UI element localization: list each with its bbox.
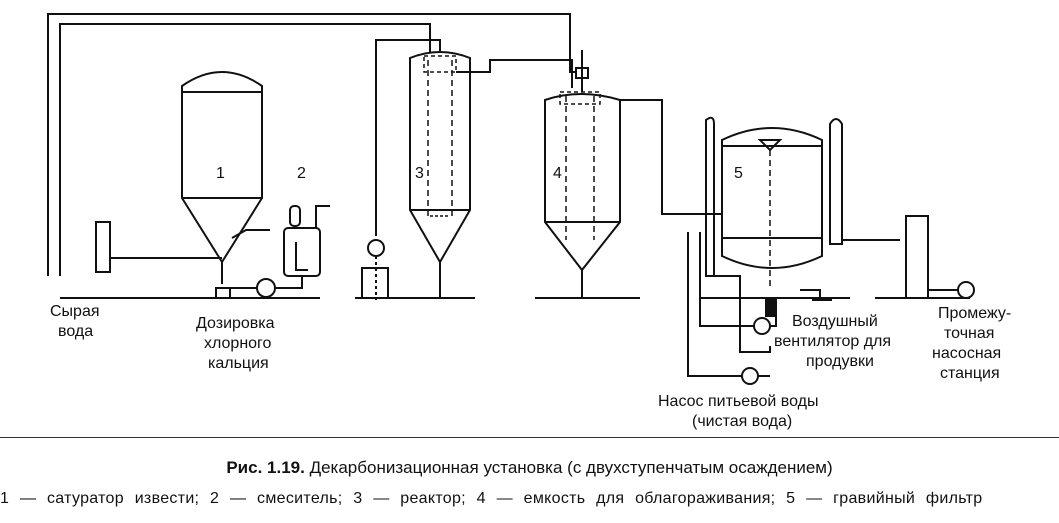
intermediate-column bbox=[905, 215, 929, 299]
filter-outlet-pipe bbox=[800, 289, 832, 301]
filter-right-column bbox=[829, 118, 843, 245]
raw-water-inner-pipe bbox=[59, 23, 431, 276]
drinking-pump-pipe bbox=[687, 232, 770, 377]
refining-inner-tube bbox=[565, 96, 595, 240]
unit-3-label: 3 bbox=[415, 165, 424, 182]
filter-left-pipe bbox=[706, 275, 741, 290]
caption-divider bbox=[0, 437, 1059, 438]
saturator-arrow bbox=[215, 262, 231, 298]
blower-unit bbox=[765, 299, 777, 317]
blower-label-line3: продувки bbox=[806, 353, 874, 370]
dosing-label-line3: кальция bbox=[208, 355, 269, 372]
station-label-line1: Промежу- bbox=[938, 305, 1011, 322]
air-blower-icon bbox=[753, 317, 771, 335]
refining-feed-valve bbox=[575, 67, 589, 79]
reactor-top-box bbox=[423, 55, 457, 73]
intake-column bbox=[95, 221, 111, 273]
mixer-top-bulb bbox=[289, 205, 301, 227]
mixer-stirrer bbox=[295, 242, 308, 271]
decarbonization-diagram: 1 2 3 4 5 Сырая вода Дозировка хлорного … bbox=[47, 13, 1011, 430]
station-label-line4: станция bbox=[940, 365, 1000, 382]
blower-pipe bbox=[699, 232, 777, 327]
refining-vessel bbox=[544, 93, 621, 272]
dosing-pump-icon bbox=[256, 278, 276, 298]
figure-number: Рис. 1.19. bbox=[226, 458, 305, 477]
drinking-pump-icon bbox=[741, 367, 759, 385]
drinking-pump-label-line1: Насос питьевой воды bbox=[658, 393, 818, 410]
saturator-feed-arrow bbox=[231, 229, 270, 239]
unit-5-label: 5 bbox=[734, 165, 743, 182]
raw-water-main-pipe bbox=[47, 13, 575, 276]
figure-caption: Рис. 1.19. Декарбонизационная установка … bbox=[0, 458, 1059, 478]
unit-4-label: 4 bbox=[553, 165, 562, 182]
mixer-feed-pipe bbox=[315, 205, 330, 228]
blower-label-line1: Воздушный bbox=[792, 313, 878, 330]
reactor-vessel bbox=[409, 51, 471, 265]
reactor-bypass-pipe bbox=[375, 39, 441, 236]
unit-2-label: 2 bbox=[297, 165, 306, 182]
station-label-line2: точная bbox=[944, 325, 994, 342]
raw-water-label-line2: вода bbox=[58, 323, 93, 340]
dosing-label-line1: Дозировка bbox=[196, 315, 275, 332]
refining-top-box bbox=[559, 91, 601, 105]
reactor-pump-icon bbox=[367, 239, 385, 257]
drinking-pump-drop bbox=[739, 290, 771, 353]
dosing-pump-pipe bbox=[230, 276, 303, 289]
filter-distributor bbox=[757, 139, 783, 152]
figure-title: Декарбонизационная установка (с двухступ… bbox=[309, 458, 833, 477]
gravel-filter-vessel bbox=[721, 127, 823, 269]
reactor-inner-tube bbox=[427, 60, 453, 216]
refining-to-filter-pipe bbox=[620, 99, 722, 215]
station-label-line3: насосная bbox=[932, 345, 1001, 362]
raw-water-label-line1: Сырая bbox=[50, 303, 100, 320]
filter-left-column bbox=[705, 116, 715, 277]
reactor-to-vessel4-pipe bbox=[456, 59, 573, 88]
dosing-label-line2: хлорного bbox=[204, 335, 272, 352]
mixer-vessel bbox=[283, 227, 321, 277]
blower-label-line2: вентилятор для bbox=[774, 333, 891, 350]
saturator-vessel bbox=[181, 71, 263, 264]
station-pump-icon bbox=[957, 281, 975, 299]
figure-legend: 1 — сатуратор извести; 2 — смеситель; 3 … bbox=[0, 490, 983, 507]
drinking-pump-label-line2: (чистая вода) bbox=[692, 413, 792, 430]
unit-1-label: 1 bbox=[216, 165, 225, 182]
